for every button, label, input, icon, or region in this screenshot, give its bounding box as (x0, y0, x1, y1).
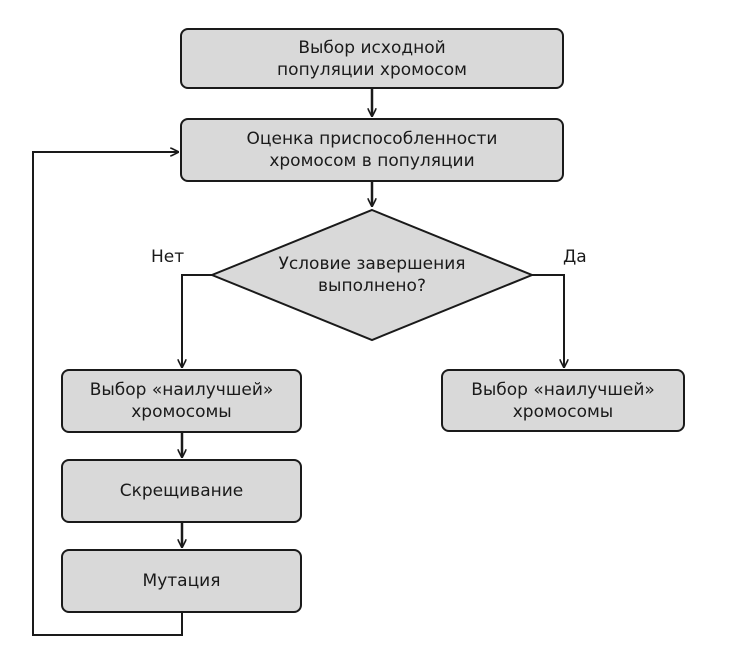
condition-diamond (209, 208, 535, 342)
node-start: Выбор исходной популяции хромосом (180, 28, 564, 89)
node-start-label: Выбор исходной популяции хромосом (277, 37, 467, 80)
node-select-best-left-label: Выбор «наилучшей» хромосомы (89, 380, 274, 422)
node-crossover-label: Скрещивание (119, 481, 244, 501)
node-evaluate: Оценка приспособленности хромосом в попу… (180, 118, 564, 182)
arrow-loop-back (32, 152, 183, 636)
node-mutation-label: Мутация (142, 571, 221, 591)
node-select-best-right-label: Выбор «наилучшей» хромосомы (471, 379, 655, 422)
node-mutation: Мутация (61, 549, 302, 613)
edge-label-yes: Да (563, 247, 587, 267)
edge-label-no: Нет (151, 247, 185, 267)
node-select-best-left: Выбор «наилучшей» хромосомы (61, 369, 302, 433)
arrow-yes-branch (532, 274, 564, 367)
node-select-best-right: Выбор «наилучшей» хромосомы (441, 369, 685, 432)
condition-label: Условие завершения выполнено? (278, 254, 466, 296)
node-crossover: Скрещивание (61, 459, 302, 523)
node-evaluate-label: Оценка приспособленности хромосом в попу… (246, 129, 498, 171)
arrow-no-branch (182, 274, 212, 367)
